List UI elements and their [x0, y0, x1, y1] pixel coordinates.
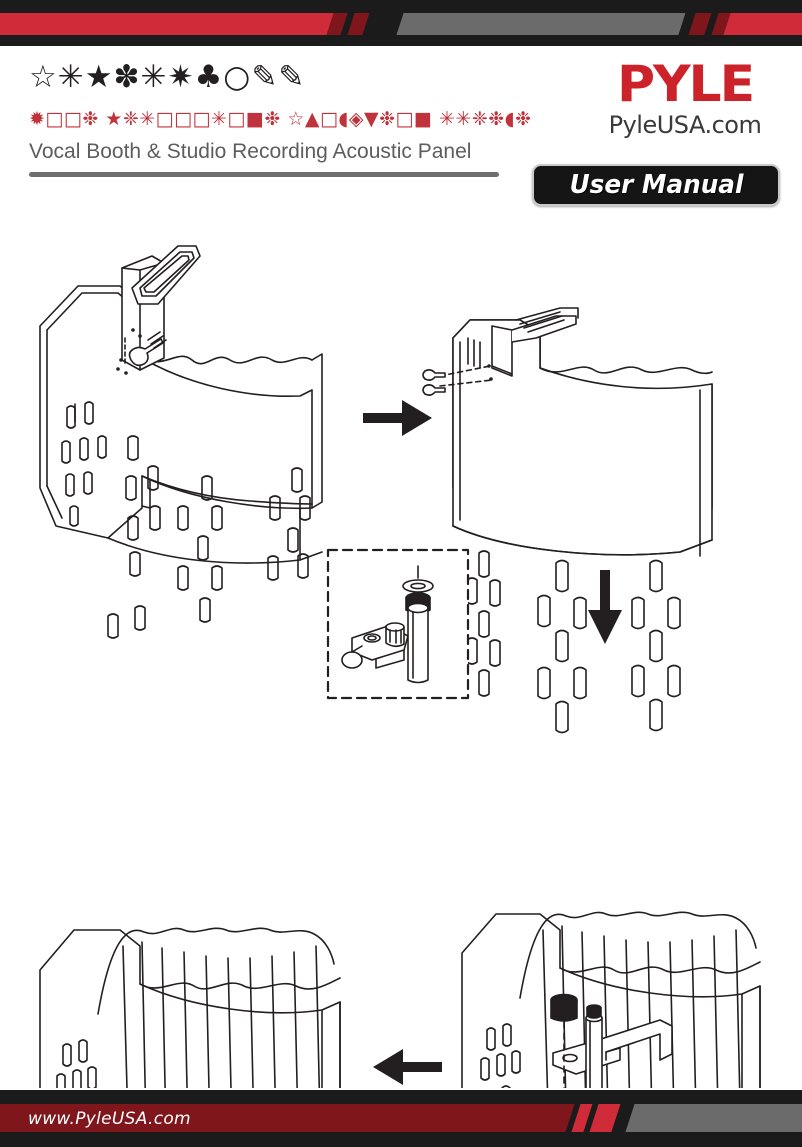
user-manual-badge-label: User Manual [569, 170, 743, 200]
header: ☆✳★✽✳✷♣○✎✎ ✹□□❉ ★❈✳□□□✳□■❉ ☆▲□◖◈▼❉□■ ✳✳❈… [0, 46, 802, 211]
title-divider [29, 172, 499, 177]
brand-logo: PYLE PyleUSA.com [590, 58, 780, 139]
banner-segment-red-right [723, 13, 802, 35]
arrow-left-icon [373, 1049, 442, 1085]
model-number-line: ☆✳★✽✳✷♣○✎✎ [29, 59, 306, 95]
pyle-wordmark: PYLE [616, 55, 755, 113]
arrow-down-icon [588, 570, 622, 644]
footer-website-link[interactable]: www.PyleUSA.com [28, 1109, 191, 1129]
hardware-parts-box [326, 548, 470, 700]
footer: www.PyleUSA.com [0, 1090, 802, 1147]
step-3-illustration [461, 911, 761, 1088]
user-manual-badge: User Manual [532, 164, 780, 206]
arrow-right-icon [363, 400, 432, 436]
step-4-illustration [39, 927, 341, 1088]
pyle-website-text: PyleUSA.com [608, 111, 762, 139]
page-title: Vocal Booth & Studio Recording Acoustic … [29, 140, 472, 163]
step-1-illustration [39, 245, 323, 639]
banner-segment-gray [396, 13, 686, 35]
step-2-illustration [422, 307, 713, 734]
assembly-diagram [0, 208, 802, 1088]
top-banner-stripes [0, 13, 802, 35]
banner-segment-red-left [0, 13, 349, 35]
top-banner [0, 0, 802, 46]
product-code-line: ✹□□❉ ★❈✳□□□✳□■❉ ☆▲□◖◈▼❉□■ ✳✳❈❉◖❉ [29, 108, 532, 130]
